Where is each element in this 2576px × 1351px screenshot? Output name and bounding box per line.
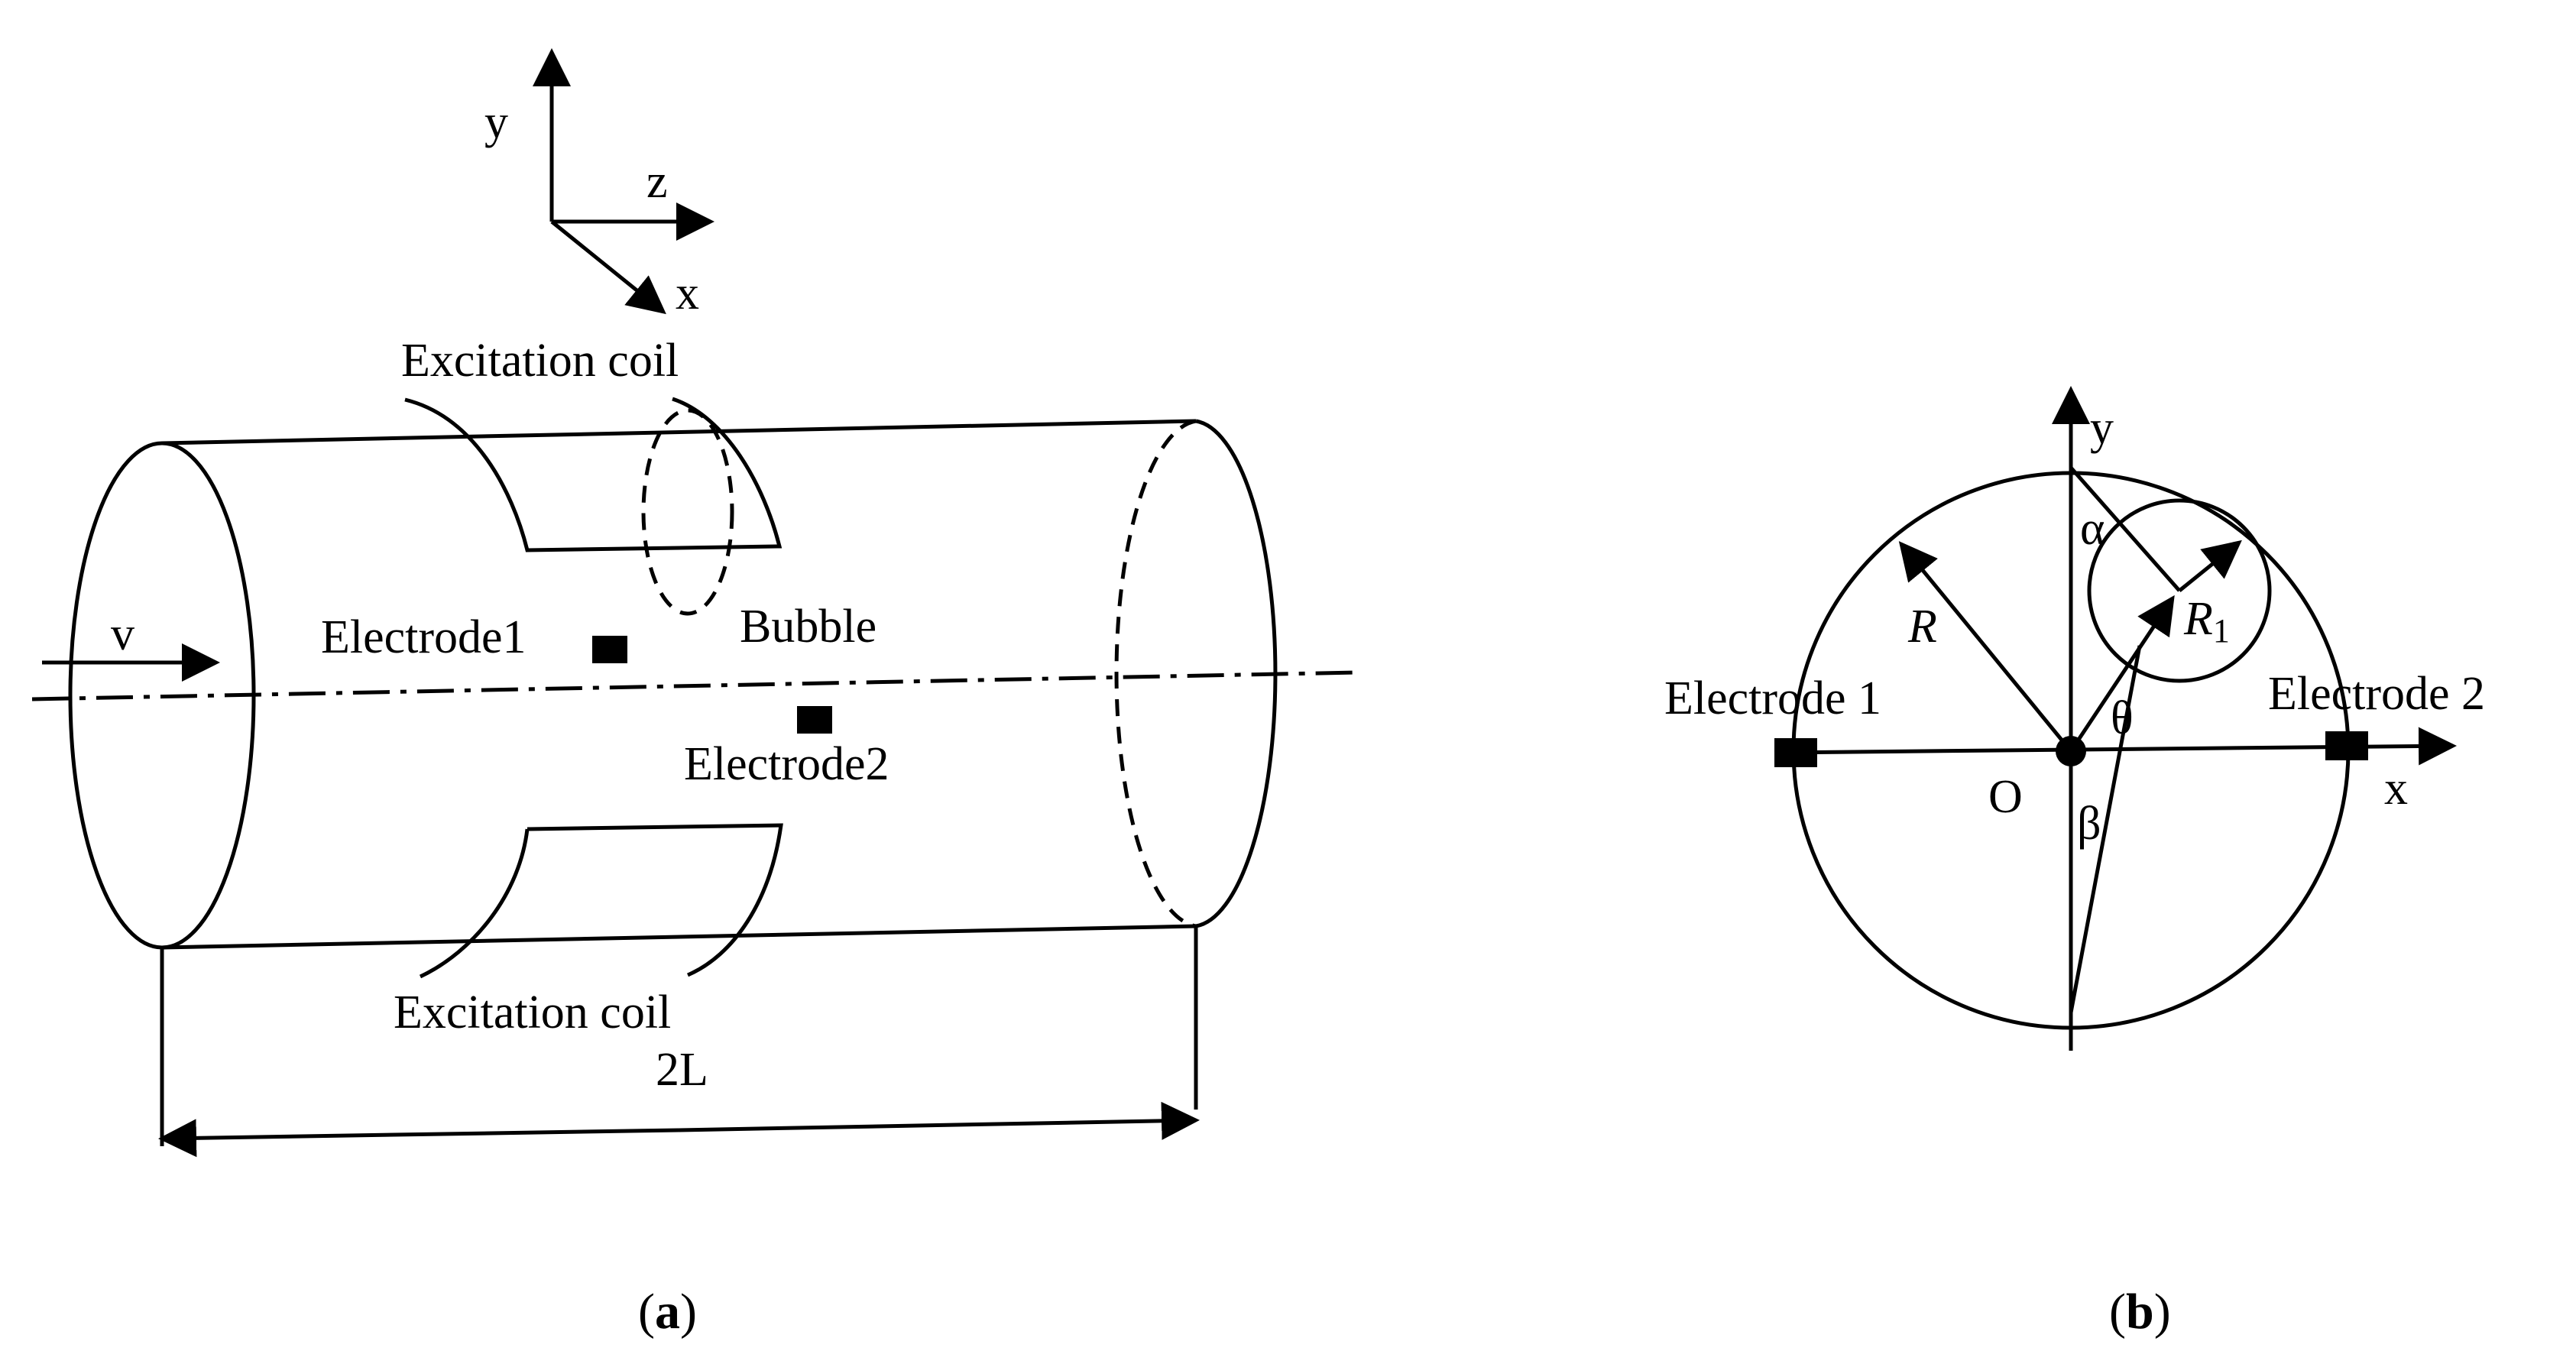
length-dimension: 2L bbox=[158, 926, 1200, 1158]
electrode1-label: Electrode1 bbox=[321, 611, 527, 663]
bubble-outline bbox=[2087, 498, 2272, 683]
beta-label: β bbox=[2077, 798, 2101, 850]
pipe-radius: R bbox=[1898, 541, 2072, 753]
bubble-circle: R1 bbox=[2087, 498, 2272, 683]
excitation-coil-bottom: Excitation coil bbox=[394, 823, 783, 1038]
bubble-radius-label: R1 bbox=[2183, 593, 2230, 650]
electrodes-b: Electrode 1 Electrode 2 bbox=[1664, 668, 2485, 767]
electrode-1-label: Electrode 1 bbox=[1664, 672, 1881, 724]
flow-velocity: v bbox=[42, 608, 220, 682]
bubble-label: Bubble bbox=[740, 601, 876, 653]
top-to-bubble-line bbox=[2069, 466, 2181, 592]
electrode2-marker bbox=[797, 706, 832, 734]
origin-to-bubble-arrow bbox=[2069, 595, 2175, 753]
pipe-centerline bbox=[31, 670, 1357, 701]
radius-arrow bbox=[1898, 541, 2072, 753]
x-axis-label: x bbox=[676, 267, 699, 319]
caption-b: (b) bbox=[2109, 1284, 2171, 1340]
pipe-outlet-back-arc bbox=[1114, 419, 1197, 928]
theta-label: θ bbox=[2111, 692, 2134, 744]
bubble: Bubble bbox=[641, 408, 876, 653]
dimension-arrow-right bbox=[678, 1101, 1200, 1140]
electrode-2-label: Electrode 2 bbox=[2268, 668, 2485, 720]
x-axis-label-b: x bbox=[2384, 763, 2408, 815]
electrodes-a: Electrode1 Electrode2 bbox=[321, 611, 889, 790]
bottom-to-bubble-line bbox=[2069, 645, 2142, 1013]
pipe-cylinder bbox=[31, 419, 1357, 950]
dimension-arrow-left bbox=[158, 1119, 679, 1158]
z-axis-label: z bbox=[646, 156, 668, 208]
radius-label: R bbox=[1907, 601, 1937, 653]
electrode2-label: Electrode2 bbox=[684, 738, 889, 790]
electrode-2-marker bbox=[2325, 731, 2368, 760]
electrode1-marker bbox=[592, 636, 627, 663]
panel-b: x y O R R1 α θ β bbox=[1664, 386, 2485, 1340]
panel-a: y z x v Excitation coil Excitation coil bbox=[31, 48, 1357, 1340]
velocity-label: v bbox=[111, 608, 134, 660]
coil-bottom-shape bbox=[419, 823, 783, 979]
y-axis-label-b: y bbox=[2090, 402, 2114, 454]
x-axis-arrow bbox=[550, 220, 666, 315]
excitation-coil-top: Excitation coil bbox=[401, 335, 783, 552]
coordinate-axes-3d: y z x bbox=[484, 48, 714, 319]
alpha-label: α bbox=[2080, 503, 2105, 555]
caption-a: (a) bbox=[638, 1284, 697, 1340]
pipe-top-edge bbox=[161, 419, 1197, 445]
construction-lines: α θ β bbox=[2069, 466, 2181, 1013]
length-label: 2L bbox=[656, 1044, 708, 1096]
origin-label: O bbox=[1988, 771, 2023, 823]
y-axis-label: y bbox=[484, 96, 508, 148]
pipe-bottom-edge bbox=[161, 924, 1197, 950]
coil-top-label: Excitation coil bbox=[401, 335, 679, 387]
bubble-ellipse bbox=[641, 408, 734, 616]
coil-bottom-label: Excitation coil bbox=[394, 987, 671, 1038]
electrode-1-marker bbox=[1774, 738, 1817, 767]
bubble-radius-arrow bbox=[2178, 539, 2242, 592]
coil-top-shape bbox=[404, 397, 783, 552]
